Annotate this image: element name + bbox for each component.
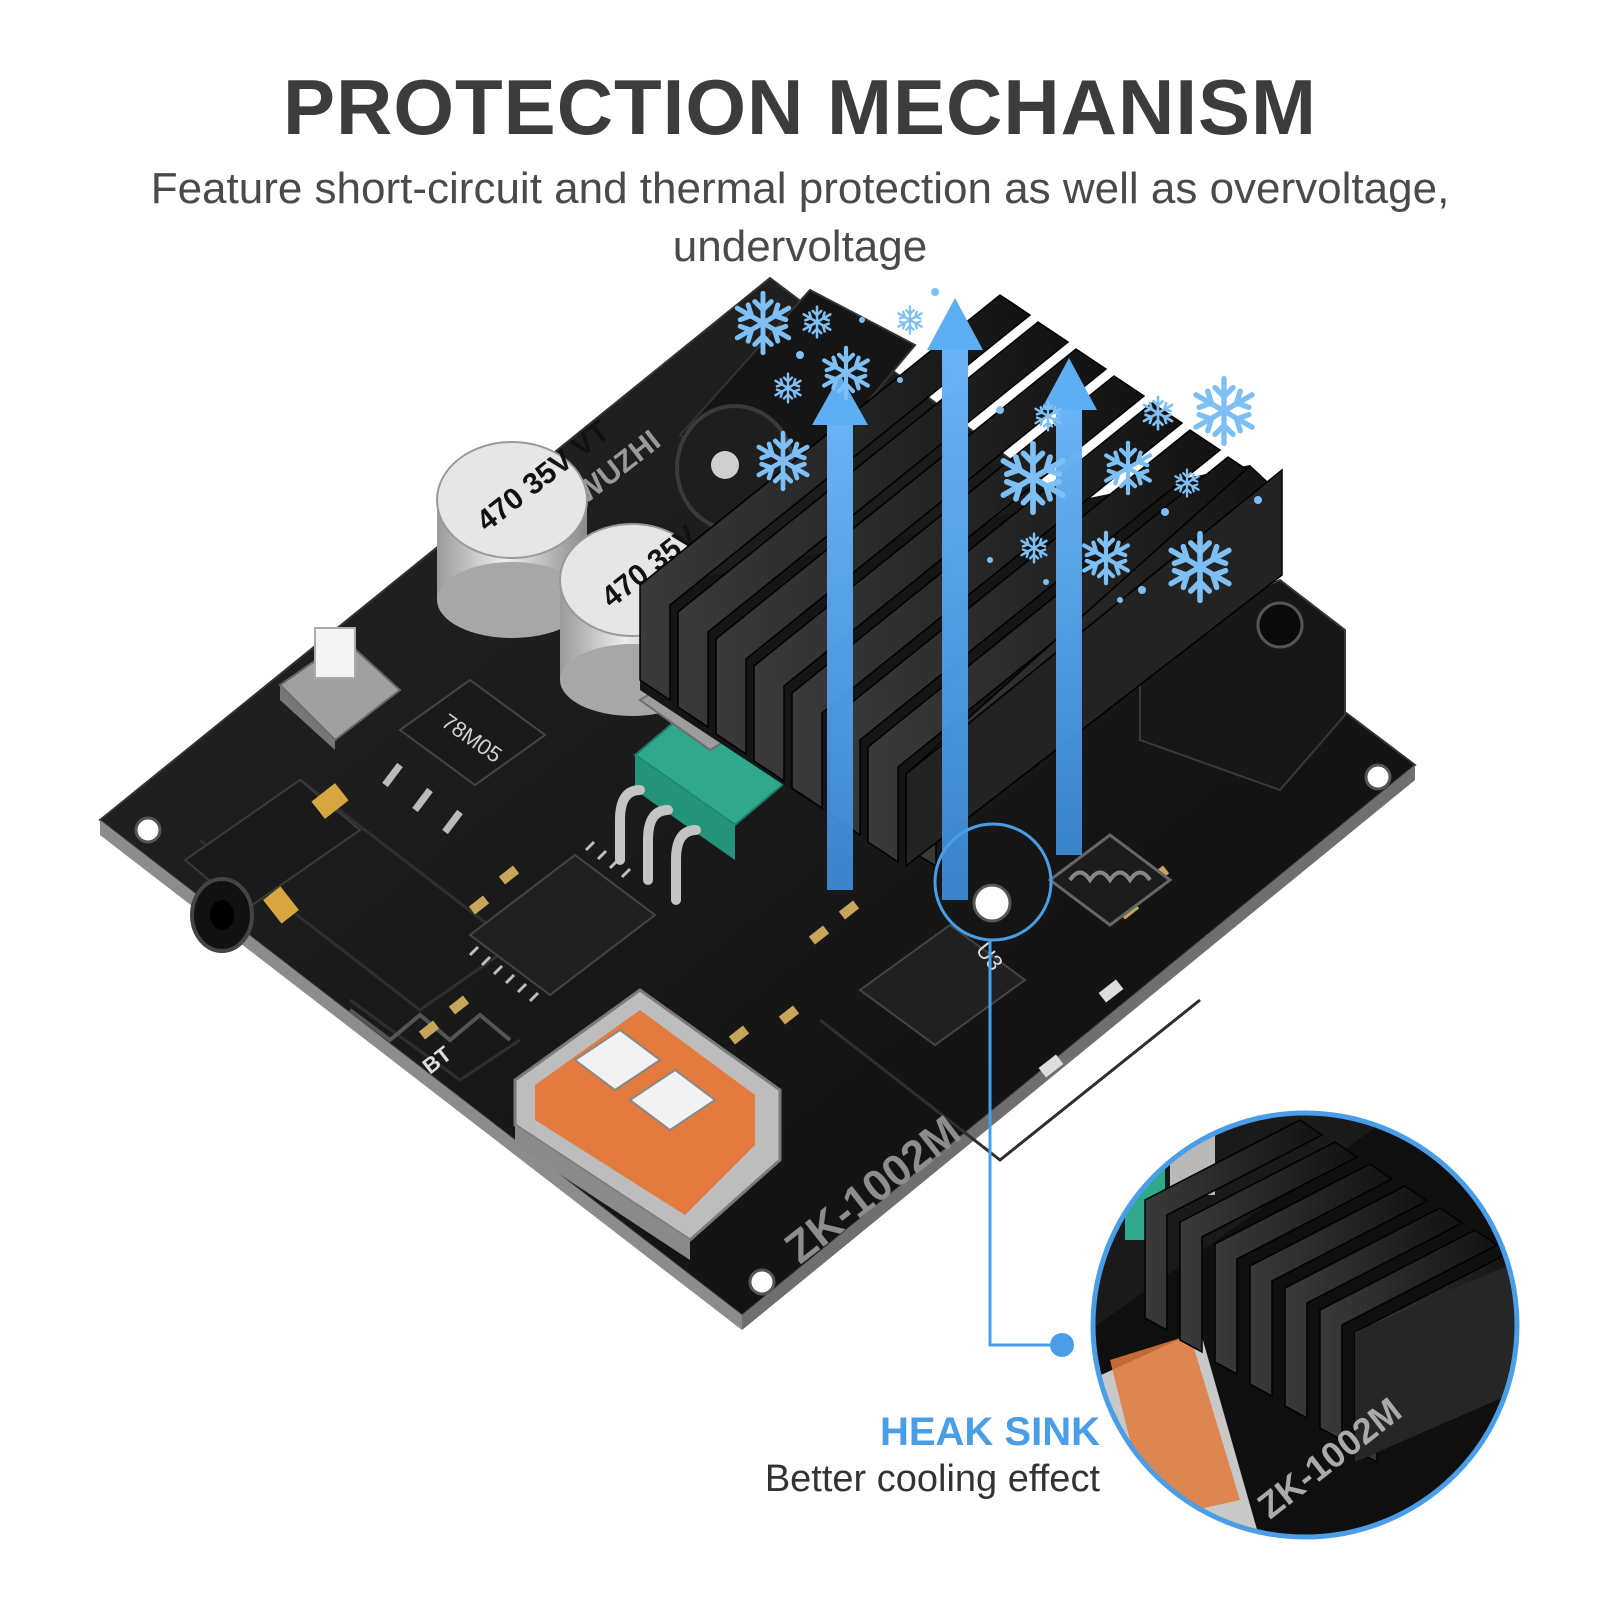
amplifier-chip bbox=[468, 840, 657, 1003]
coil-inductor bbox=[1047, 833, 1173, 927]
smd-components bbox=[418, 865, 1170, 1078]
callout-title: HEAK SINK bbox=[879, 1410, 1100, 1454]
page-subtitle: Feature short-circuit and thermal protec… bbox=[150, 164, 1450, 271]
snowflake-icon bbox=[897, 305, 923, 335]
audio-jack bbox=[183, 778, 362, 953]
zoom-inset: ZK-1002M bbox=[1090, 1110, 1520, 1540]
callout-leader bbox=[933, 822, 1074, 1357]
up-arrow-icon bbox=[812, 375, 868, 890]
up-arrow-icon bbox=[927, 298, 983, 900]
callout-dot-icon bbox=[1050, 1333, 1074, 1357]
snowflakes bbox=[737, 288, 1262, 603]
page-title: PROTECTION MECHANISM bbox=[283, 63, 1317, 151]
snowflake-icon bbox=[1196, 379, 1252, 444]
up-arrow-icon bbox=[1041, 358, 1097, 855]
voltage-regulator: 78M05 bbox=[382, 678, 547, 835]
airflow-arrows bbox=[812, 298, 1097, 900]
callout-text: Better cooling effect bbox=[764, 1458, 1100, 1500]
power-switch bbox=[278, 627, 402, 750]
usb-port bbox=[513, 988, 782, 1260]
